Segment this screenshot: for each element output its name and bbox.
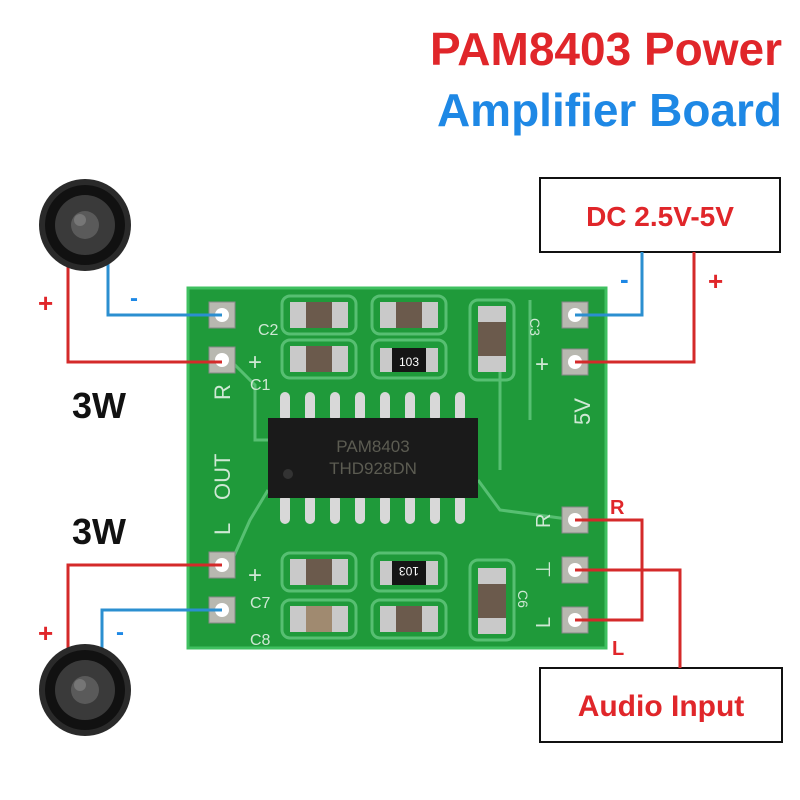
silk-r-out: R: [210, 384, 235, 400]
chip-pins: [280, 392, 465, 524]
silk-out: OUT: [210, 454, 235, 500]
wire-left-speaker-minus: [100, 608, 222, 660]
silk-c8: C8: [250, 632, 271, 649]
resistor-r1: [392, 348, 426, 372]
silk-r-in: R: [533, 514, 555, 528]
silk-c1: C1: [250, 377, 271, 394]
silk-l-in: L: [533, 617, 555, 628]
silk-plus-bottom: +: [248, 562, 262, 589]
power-label: DC 2.5V-5V: [586, 201, 734, 232]
wire-power-plus: [575, 252, 696, 364]
silk-c7: C7: [250, 595, 271, 612]
resistor-r1-code: 103: [399, 355, 419, 369]
resistor-r2: [392, 561, 426, 585]
wire-left-speaker-plus: [66, 563, 222, 660]
silk-c3: C3: [527, 318, 543, 336]
silk-c2: C2: [258, 322, 279, 339]
silk-5v: 5V: [570, 398, 595, 425]
silk-l-out: L: [210, 523, 235, 535]
title-line-2: Amplifier Board: [437, 84, 782, 136]
silk-gnd: ⊥: [533, 561, 555, 578]
right-speaker-power: 3W: [72, 385, 126, 426]
audio-input-box: [539, 667, 783, 743]
audio-l-label: L: [612, 638, 624, 660]
speaker-icon: [39, 179, 131, 271]
left-speaker-minus-label: -: [116, 619, 124, 646]
capacitors: [290, 302, 506, 634]
audio-input-label: Audio Input: [578, 690, 745, 723]
power-plus-label: +: [708, 266, 723, 296]
pam8403-board: 103 103 PAM8403 THD928DN C2 C1 C7 C8 C3 …: [186, 286, 608, 650]
silk-plus-power: +: [535, 351, 549, 378]
audio-r-label: R: [610, 497, 625, 519]
speaker-icon: [39, 644, 131, 736]
left-speaker-plus-label: +: [38, 618, 53, 648]
silk-c6: C6: [515, 590, 531, 608]
wire-power-minus: [575, 252, 644, 317]
wire-right-speaker-plus: [66, 262, 222, 364]
power-minus-label: -: [620, 264, 629, 294]
chip-marking-2: THD928DN: [329, 459, 417, 478]
right-speaker-plus-label: +: [38, 288, 53, 318]
wire-audio-gnd: [575, 568, 682, 668]
wires: [66, 252, 696, 668]
pam8403-chip: [268, 418, 478, 498]
resistor-r2-code: 103: [399, 564, 419, 578]
power-box: [539, 177, 781, 253]
title-line-1: PAM8403 Power: [430, 23, 782, 75]
chip-marking-1: PAM8403: [336, 437, 409, 456]
silk-plus-top: +: [248, 349, 262, 376]
right-speaker-minus-label: -: [130, 285, 138, 312]
left-speaker-power: 3W: [72, 511, 126, 552]
wire-right-speaker-minus: [106, 262, 222, 317]
